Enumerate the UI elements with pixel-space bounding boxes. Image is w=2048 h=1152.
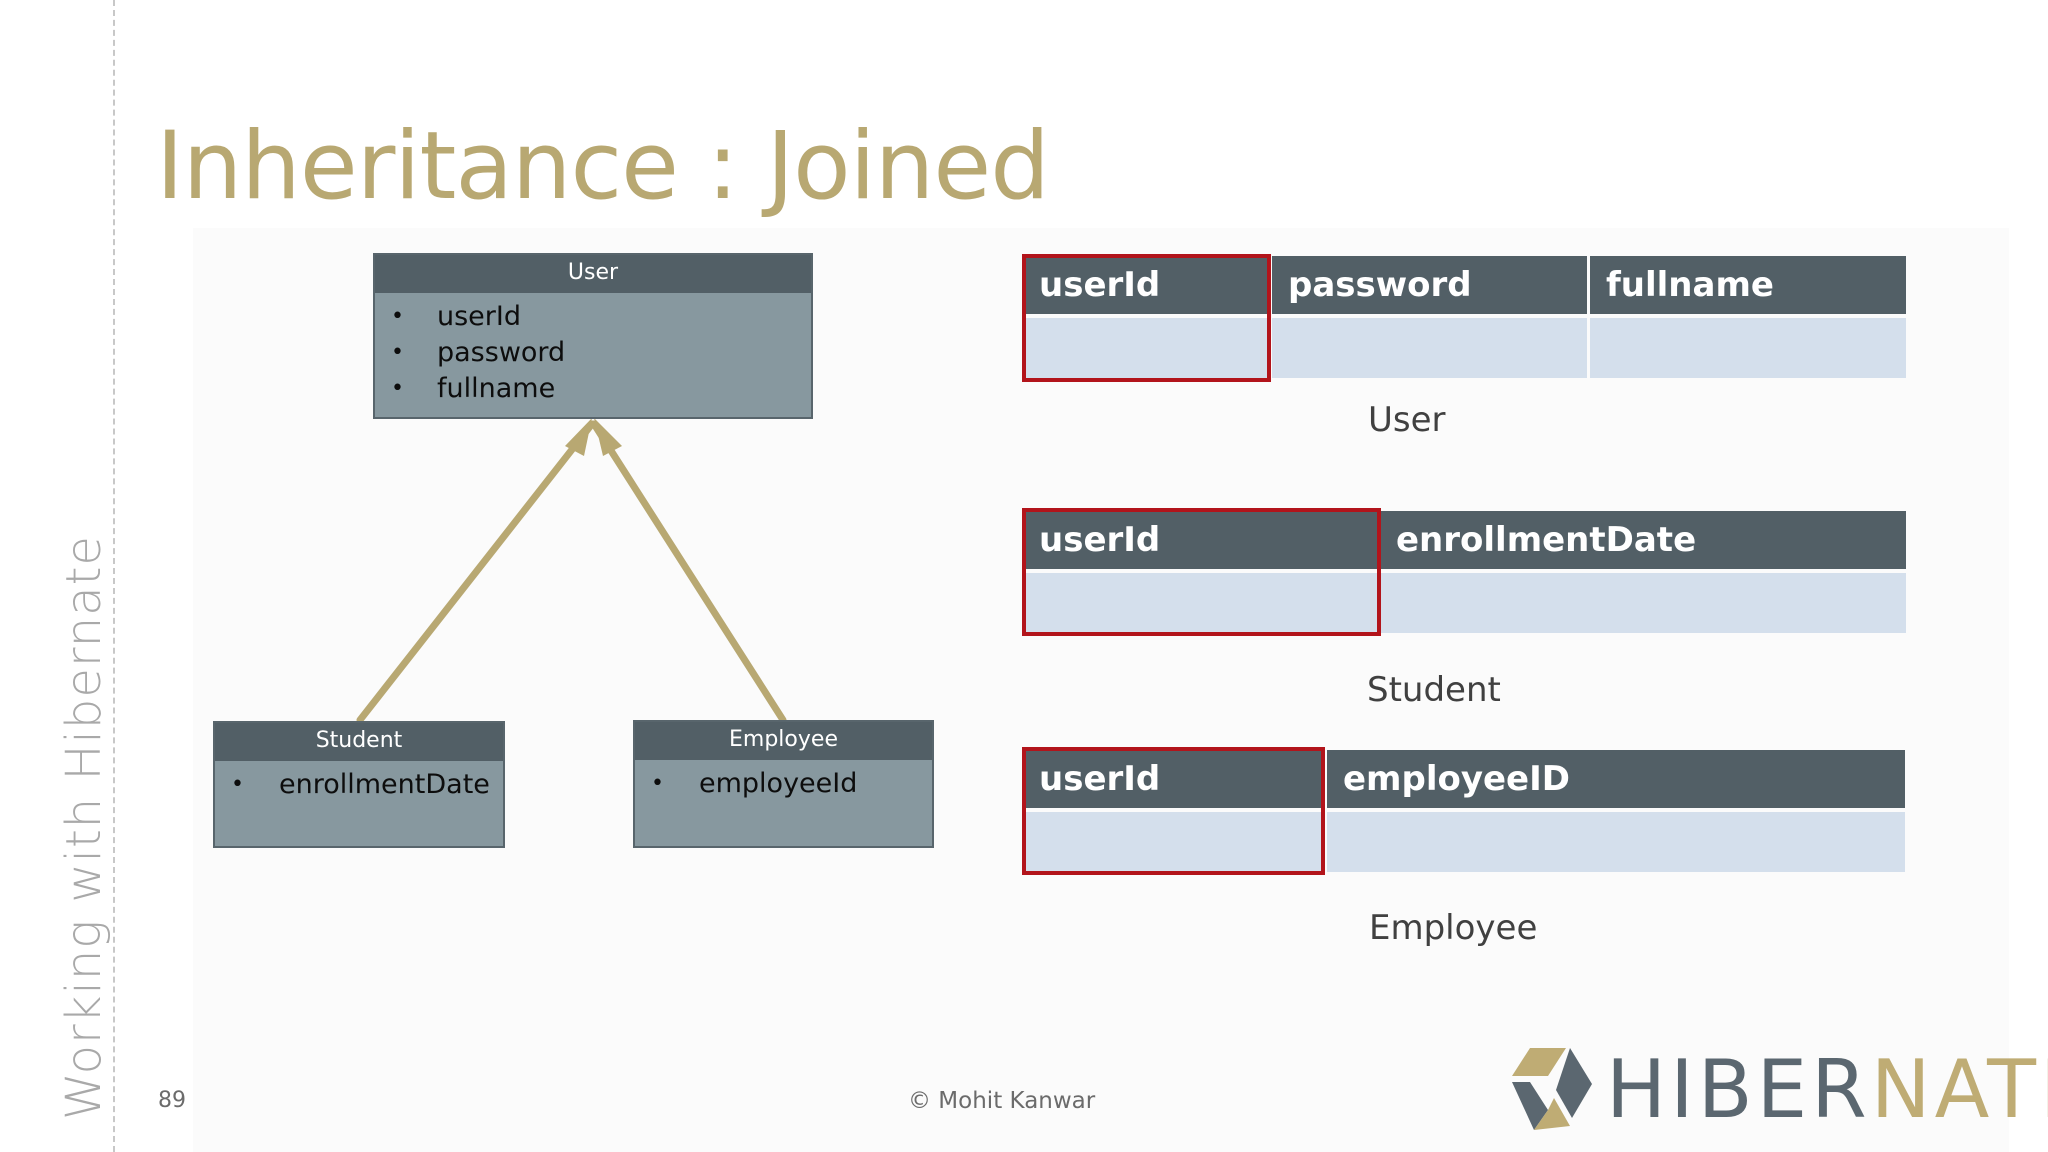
table-cell [1590, 318, 1906, 378]
uml-class-student-fields: • enrollmentDate [215, 761, 503, 803]
primary-key-highlight [1022, 747, 1325, 875]
uml-field: • password [375, 335, 811, 371]
column-header-userid: userId [1023, 750, 1325, 808]
column-header-password: password [1272, 256, 1587, 314]
table-caption: User [1368, 400, 1446, 440]
column-header-employeeid: employeeID [1327, 750, 1905, 808]
table-caption: Employee [1369, 908, 1538, 948]
hibernate-logo-mark-icon [1512, 1048, 1592, 1130]
uml-class-user-fields: • userId • password • fullname [375, 293, 811, 407]
bullet-icon: • [391, 340, 404, 365]
column-header-userid: userId [1023, 511, 1379, 569]
copyright: © Mohit Kanwar [908, 1088, 1096, 1114]
primary-key-highlight [1022, 508, 1381, 636]
uml-field: • userId [375, 299, 811, 335]
table-cell [1380, 573, 1906, 633]
uml-field: • enrollmentDate [215, 767, 503, 803]
uml-class-employee-fields: • employeeId [635, 760, 932, 802]
employee-to-user-arrow [590, 420, 787, 724]
uml-class-student: Student • enrollmentDate [213, 721, 505, 848]
logo-text-part1: HIBER [1606, 1043, 1871, 1136]
slide-title: Inheritance : Joined [156, 112, 1050, 221]
column-header-fullname: fullname [1590, 256, 1906, 314]
uml-field: • employeeId [635, 766, 932, 802]
uml-class-employee: Employee • employeeId [633, 720, 934, 848]
bullet-icon: • [391, 376, 404, 401]
table-cell [1272, 318, 1587, 378]
table-cell [1023, 812, 1325, 872]
uml-class-user: User • userId • password • fullname [373, 253, 813, 419]
uml-field-label: employeeId [699, 768, 858, 799]
student-arrowhead [565, 418, 592, 456]
uml-field-label: fullname [437, 373, 556, 404]
uml-class-user-name: User [375, 255, 811, 293]
uml-field: • fullname [375, 371, 811, 407]
column-header-enrollmentdate: enrollmentDate [1380, 511, 1906, 569]
bullet-icon: • [231, 772, 244, 797]
employee-arrowhead [594, 418, 622, 456]
bullet-icon: • [651, 771, 664, 796]
column-header-userid: userId [1023, 256, 1269, 314]
table-cell [1023, 318, 1269, 378]
table-cell [1023, 573, 1379, 633]
student-to-user-arrow [356, 420, 596, 724]
uml-class-employee-name: Employee [635, 722, 932, 760]
page-number: 89 [158, 1088, 186, 1113]
side-divider [113, 0, 115, 1152]
uml-class-student-name: Student [215, 723, 503, 761]
table-cell [1327, 812, 1905, 872]
uml-field-label: userId [437, 301, 521, 332]
uml-field-label: enrollmentDate [279, 769, 490, 800]
table-caption: Student [1367, 670, 1501, 710]
bullet-icon: • [391, 304, 404, 329]
hibernate-logo-text: HIBERNATE [1606, 1040, 2048, 1140]
primary-key-highlight [1022, 254, 1271, 382]
hibernate-logo: HIBERNATE [1508, 1040, 2048, 1140]
logo-text-part2: NATE [1870, 1043, 2048, 1136]
uml-field-label: password [437, 337, 566, 368]
